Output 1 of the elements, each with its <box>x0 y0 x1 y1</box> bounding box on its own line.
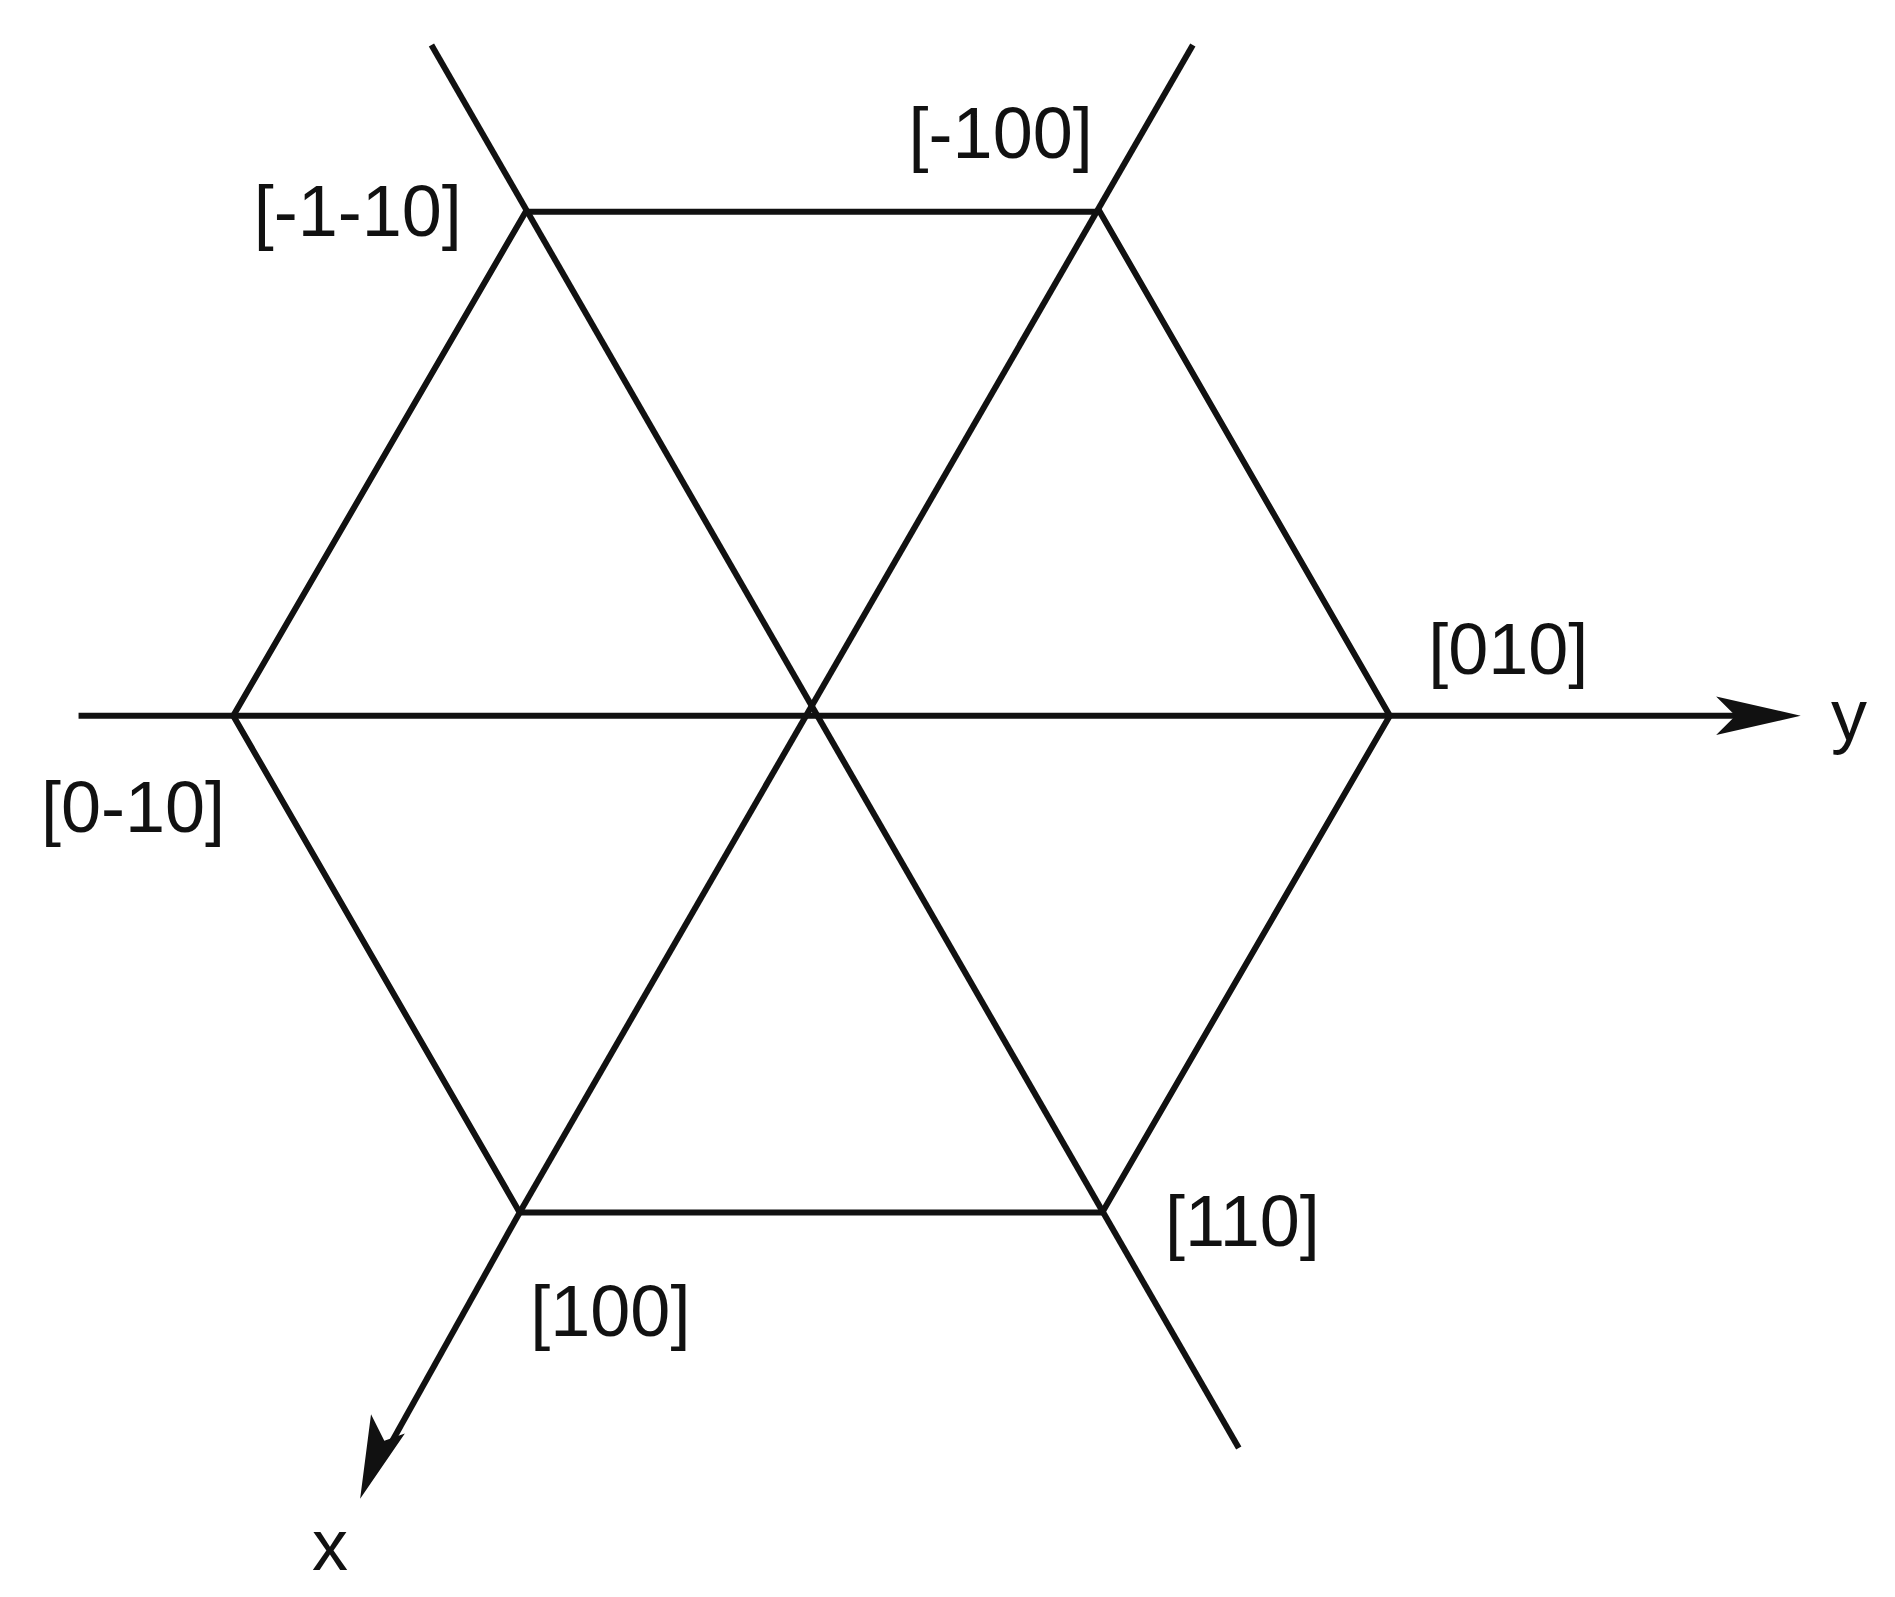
axis-label: x <box>311 1508 348 1581</box>
